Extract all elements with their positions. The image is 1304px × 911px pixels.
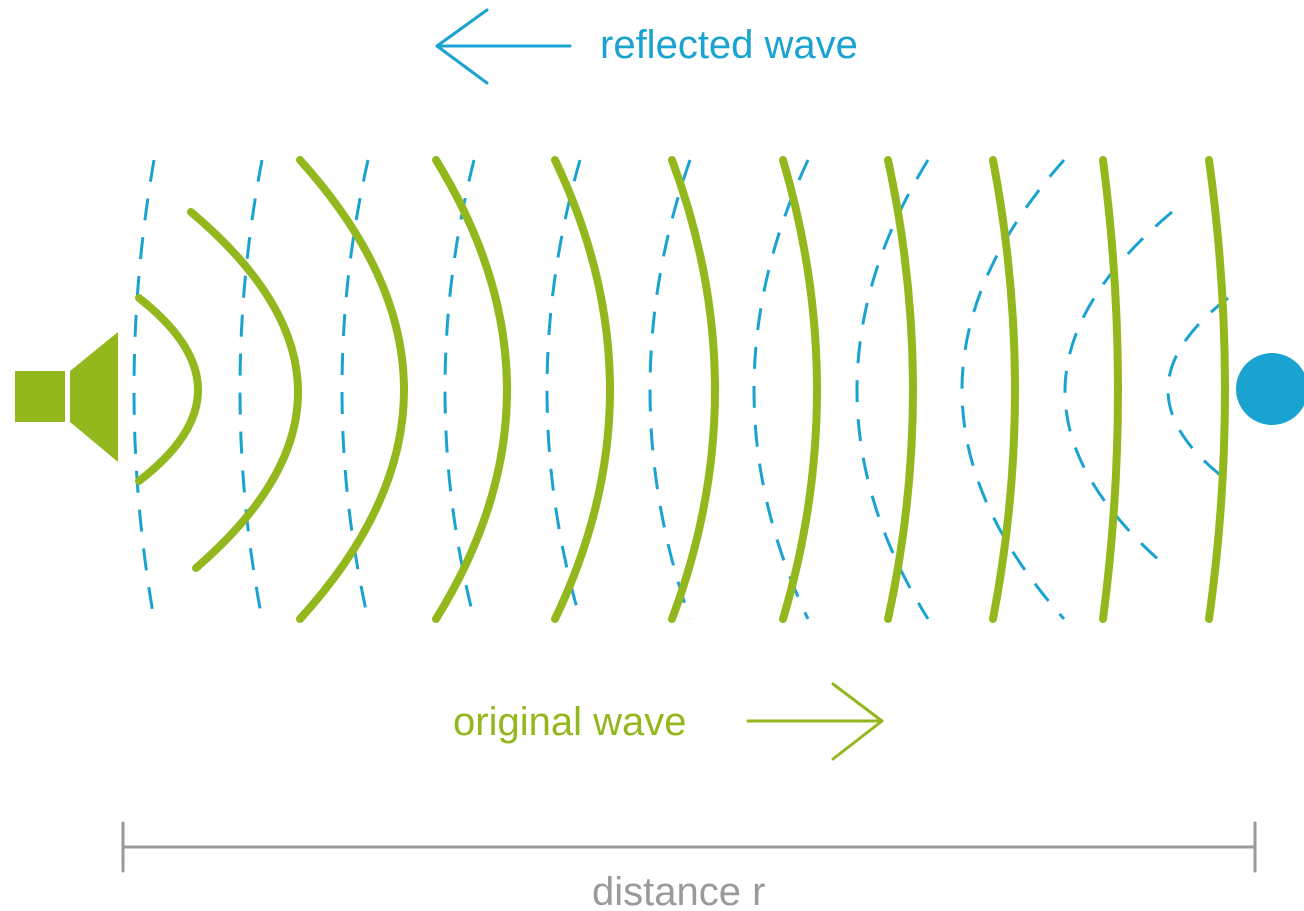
reflected-wave-front-7 [545,159,582,620]
original-wave-front-1 [135,294,202,485]
reflected-wave-front-3 [960,159,1066,620]
original-wave-front-5 [551,156,614,623]
reflected-wave-front-11 [132,159,156,620]
original-wave-fronts [135,156,1229,623]
distance-label: distance r [592,870,765,911]
reflected-wave-front-10 [238,159,264,620]
reflected-wave-front-1 [1166,296,1229,483]
original-wave-front-10 [1099,156,1122,623]
reflected-wave-front-8 [443,159,476,620]
original-wave-front-3 [296,156,408,623]
original-wave-label: original wave [453,700,686,744]
original-wave-front-2 [187,208,302,572]
original-wave-front-11 [1205,156,1229,623]
reflected-wave-fronts [132,159,1229,620]
original-wave-front-6 [668,156,719,623]
speaker-icon [15,332,118,462]
reflected-wave-front-5 [752,159,810,620]
original-wave-front-4 [432,156,511,623]
reflected-wave-front-2 [1063,210,1173,570]
original-wave-arrow-icon [746,682,884,761]
reflected-wave-front-6 [648,159,692,620]
original-wave-front-9 [989,156,1019,623]
reflected-wave-front-9 [340,159,370,620]
original-wave-front-7 [779,156,821,623]
reflected-wave-label: reflected wave [600,23,858,67]
original-wave-front-8 [884,156,917,623]
distance-scale-bar [121,821,1257,873]
reflected-wave-arrow-icon [435,8,572,85]
reflector-dot-icon [1236,353,1304,425]
reflected-wave-front-4 [855,159,930,620]
